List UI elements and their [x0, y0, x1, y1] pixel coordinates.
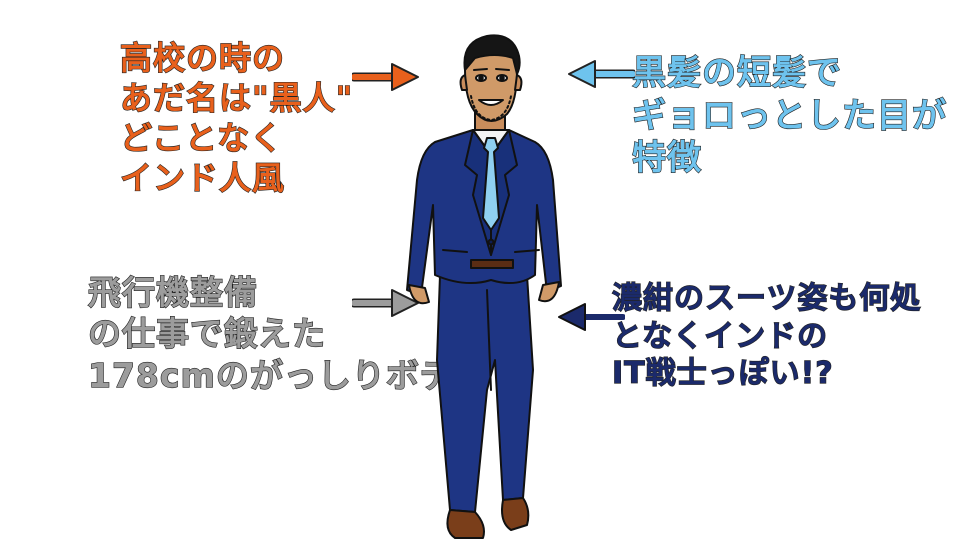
note-line: IT戦士っぽい!? — [611, 355, 834, 391]
note-line: 飛行機整備 — [87, 272, 258, 312]
note-line: となくインドの — [611, 318, 829, 354]
note-line: どことなく — [119, 118, 284, 157]
arrow-left-icon — [568, 60, 635, 88]
note-nickname: 高校の時の あだ名は"黒人" どことなく インド人風 — [119, 38, 354, 198]
arrow-right-icon — [352, 289, 419, 317]
arrow-left-icon — [558, 303, 625, 331]
note-line: 濃紺のスーツ姿も何処 — [611, 280, 922, 316]
note-line: 178cmのがっしりボディ — [87, 355, 486, 395]
note-line: あだ名は"黒人" — [119, 78, 354, 117]
note-line: 黒髪の短髪で — [631, 52, 842, 93]
note-line: の仕事で鍛えた — [87, 314, 326, 354]
man-in-suit-illustration — [406, 34, 562, 539]
note-line: ギョロっとした目が — [631, 95, 947, 136]
note-line: インド人風 — [119, 158, 286, 197]
note-hair-eyes: 黒髪の短髪で ギョロっとした目が 特徴 — [631, 52, 947, 180]
note-line: 特徴 — [631, 137, 702, 178]
note-line: 高校の時の — [119, 38, 286, 77]
arrow-right-icon — [352, 63, 419, 91]
note-body: 飛行機整備 の仕事で鍛えた 178cmのがっしりボディ — [87, 272, 486, 396]
note-suit: 濃紺のスーツ姿も何処 となくインドの IT戦士っぽい!? — [611, 280, 922, 393]
